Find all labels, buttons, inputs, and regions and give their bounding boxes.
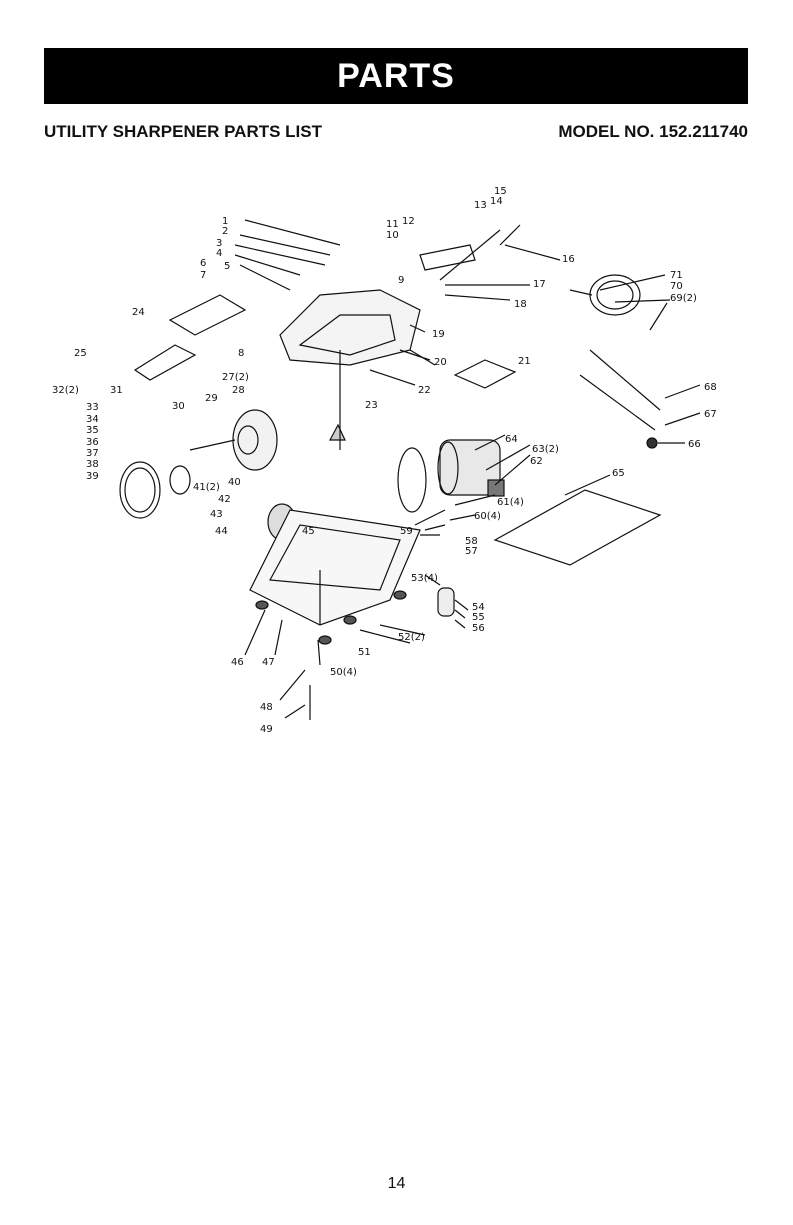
part-label: 45 [302,526,315,537]
part-label: 37 [86,448,99,459]
part-label: 48 [260,702,273,713]
part-label: 71 [670,270,683,281]
part-label: 17 [533,279,546,290]
part-label: 32(2) [52,385,79,396]
part-label: 63(2) [532,444,559,455]
part-label: 21 [518,356,531,367]
part-label: 13 [474,200,487,211]
part-label: 4 [216,248,222,259]
exploded-parts-diagram: 1 2 3 4 5 6 7 8 9 10 11 12 13 14 15 16 1… [0,150,793,750]
part-label: 20 [434,357,447,368]
part-label: 23 [365,400,378,411]
part-label: 36 [86,437,99,448]
part-label: 8 [238,348,244,359]
part-label: 35 [86,425,99,436]
part-label: 19 [432,329,445,340]
part-label: 24 [132,307,145,318]
part-label: 57 [465,546,478,557]
part-label: 40 [228,477,241,488]
part-label: 61(4) [497,497,524,508]
parts-list-title: UTILITY SHARPENER PARTS LIST [44,122,322,142]
model-number: MODEL NO. 152.211740 [558,122,748,142]
part-label: 41(2) [193,482,220,493]
part-label: 55 [472,612,485,623]
part-label: 15 [494,186,507,197]
part-label: 49 [260,724,273,735]
parts-banner: PARTS [44,48,748,104]
part-label: 53(4) [411,573,438,584]
part-label: 11 [386,219,399,230]
part-label: 39 [86,471,99,482]
part-label: 62 [530,456,543,467]
part-label: 59 [400,526,413,537]
part-label: 25 [74,348,87,359]
part-label: 28 [232,385,245,396]
part-label: 7 [200,270,206,281]
part-label: 22 [418,385,431,396]
part-label: 52(2) [398,632,425,643]
part-label: 69(2) [670,293,697,304]
part-label: 27(2) [222,372,249,383]
part-label: 60(4) [474,511,501,522]
page-number: 14 [0,1175,793,1193]
part-label: 46 [231,657,244,668]
part-label: 2 [222,226,228,237]
part-label: 64 [505,434,518,445]
part-label: 30 [172,401,185,412]
part-label: 18 [514,299,527,310]
part-label: 29 [205,393,218,404]
part-label: 68 [704,382,717,393]
part-label: 43 [210,509,223,520]
part-label: 38 [86,459,99,470]
part-label: 34 [86,414,99,425]
part-label: 44 [215,526,228,537]
part-label: 33 [86,402,99,413]
part-label: 50(4) [330,667,357,678]
part-label: 12 [402,216,415,227]
part-label: 16 [562,254,575,265]
banner-title: PARTS [337,57,455,96]
part-label: 42 [218,494,231,505]
part-label: 9 [398,275,404,286]
part-label: 10 [386,230,399,241]
part-label: 14 [490,196,503,207]
part-label: 47 [262,657,275,668]
part-label: 58 [465,536,478,547]
part-labels: 1 2 3 4 5 6 7 8 9 10 11 12 13 14 15 16 1… [52,186,717,735]
part-label: 5 [224,261,230,272]
part-label: 66 [688,439,701,450]
part-label: 67 [704,409,717,420]
part-label: 56 [472,623,485,634]
part-label: 31 [110,385,123,396]
part-label: 70 [670,281,683,292]
part-label: 6 [200,258,206,269]
part-label: 65 [612,468,625,479]
part-label: 51 [358,647,371,658]
